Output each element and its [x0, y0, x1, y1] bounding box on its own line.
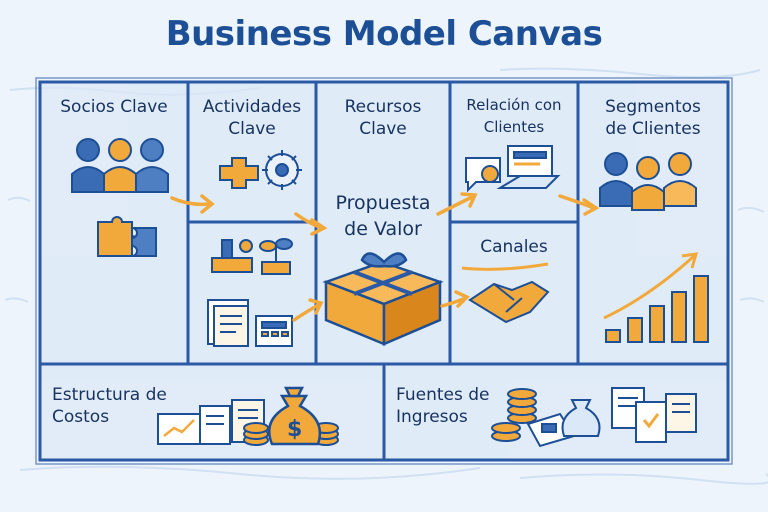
label-line: Actividades: [202, 97, 302, 117]
documents-icon: [207, 299, 249, 347]
page-title: Business Model Canvas: [165, 14, 603, 54]
block-label-estructura-de-costos: Estructura de Costos: [52, 384, 192, 428]
label-line: Clientes: [483, 118, 545, 136]
puzzle-icon: [97, 216, 157, 257]
block-label-socios-clave: Socios Clave: [44, 96, 184, 118]
calculator-icon: [255, 315, 293, 347]
label-line: Estructura de: [52, 385, 167, 405]
block-label-relacion-con-clientes: Relación con Clientes: [452, 94, 576, 138]
invoice-icon: [526, 387, 697, 448]
chat-icon: [465, 157, 501, 193]
block-label-propuesta-de-valor: Propuesta de Valor: [318, 190, 448, 242]
gift-box-icon: [322, 252, 444, 346]
puzzle-icon: [219, 157, 259, 189]
label-line: Clave: [359, 119, 407, 139]
label-line: Fuentes de: [396, 385, 490, 405]
handshake-icon: [461, 262, 550, 324]
block-label-actividades-clave: Actividades Clave: [190, 96, 314, 140]
tools-icon: [211, 239, 253, 273]
people-icon: [599, 152, 697, 211]
money-bag-icon: [561, 399, 601, 437]
coins-icon: [491, 388, 537, 442]
people-icon: [71, 138, 169, 193]
label-line: Costos: [52, 407, 110, 427]
label-line: Ingresos: [396, 407, 468, 427]
label-line: Canales: [480, 237, 548, 257]
label-line: de Valor: [344, 218, 422, 240]
money-bag-icon: $: [268, 386, 322, 446]
invoice-icon: [157, 399, 265, 445]
block-label-canales: Canales: [452, 236, 576, 258]
label-line: Recursos: [344, 97, 422, 117]
gear-icon: [262, 150, 302, 190]
growth-chart-icon: [603, 252, 709, 343]
plant-icon: [259, 238, 293, 275]
label-line: Relación con: [466, 96, 562, 114]
svg-text:$: $: [287, 417, 302, 442]
label-line: Propuesta: [335, 192, 431, 214]
label-line: Clave: [228, 119, 276, 139]
block-label-segmentos-de-clientes: Segmentos de Clientes: [580, 96, 726, 140]
label-line: Socios Clave: [60, 97, 168, 117]
block-label-recursos-clave: Recursos Clave: [318, 96, 448, 140]
label-line: Segmentos: [605, 97, 701, 117]
laptop-icon: [496, 145, 561, 189]
block-label-fuentes-de-ingresos: Fuentes de Ingresos: [396, 384, 506, 428]
label-line: de Clientes: [605, 119, 701, 139]
